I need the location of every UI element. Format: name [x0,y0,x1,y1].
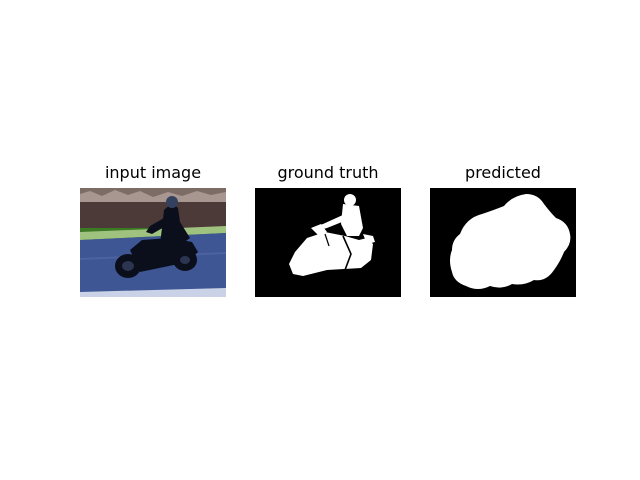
ground-truth-title: ground truth [277,163,379,182]
input-image-panel [80,188,226,297]
predicted-panel [430,188,576,297]
ground-truth-mask [255,188,401,297]
input-image [80,188,226,297]
predicted-title: predicted [465,163,541,182]
ground-truth-panel [255,188,401,297]
input-image-title: input image [104,163,202,182]
predicted-mask [430,188,576,297]
